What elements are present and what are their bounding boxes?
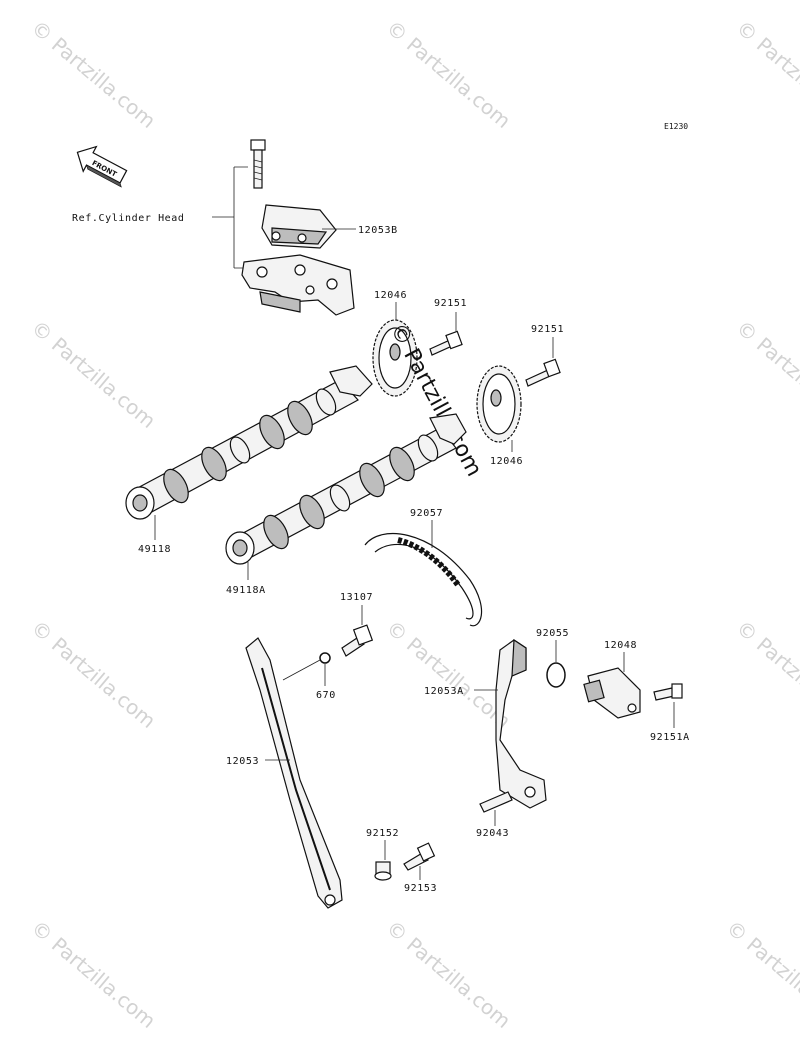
- watermark-text: © Partzilla.com: [382, 615, 516, 733]
- cam-sprocket-left-part: [372, 319, 418, 397]
- part-label-12046-top: 12046: [374, 290, 407, 301]
- part-label-670: 670: [316, 690, 336, 701]
- part-label-92151-left: 92151: [434, 298, 467, 309]
- chain-guide-12053-part: [245, 637, 343, 909]
- watermark-text: © Partzilla.com: [27, 615, 161, 733]
- part-label-92043: 92043: [476, 828, 509, 839]
- part-label-92055: 92055: [536, 628, 569, 639]
- watermark-text: © Partzilla.com: [722, 915, 800, 1033]
- cam-sprocket-right-part: [476, 365, 522, 443]
- sprocket-bolt-b-part: [525, 358, 561, 387]
- upper-chain-guide-part: [261, 204, 337, 249]
- o-ring-92055-part: [546, 662, 566, 688]
- collar-92152-part: [374, 861, 392, 881]
- tensioner-guide-12053A-part: [495, 638, 547, 809]
- camshaft-cap-part: [241, 254, 355, 316]
- camshaft-49118A-part: [225, 413, 467, 565]
- watermark-layer: © Partzilla.com © Partzilla.com © Partzi…: [27, 15, 800, 1033]
- pin-92043-part: [479, 791, 513, 813]
- tensioner-bolt-92151A-part: [653, 683, 683, 701]
- ref-cylinder-head-label: Ref.Cylinder Head: [72, 213, 185, 224]
- part-label-12053A: 12053A: [424, 686, 464, 697]
- watermark-text: © Partzilla.com: [732, 315, 800, 433]
- watermark-text: © Partzilla.com: [732, 615, 800, 733]
- camshaft-49118-part: [125, 365, 373, 520]
- o-ring-670-part: [319, 652, 331, 664]
- part-label-12053B: 12053B: [358, 225, 398, 236]
- camshaft-cap-bolt: [250, 139, 266, 189]
- watermark-text: © Partzilla.com: [382, 15, 516, 133]
- part-label-49118A: 49118A: [226, 585, 266, 596]
- bolt-92153-part: [403, 842, 436, 871]
- diagram-code: E1230: [664, 122, 688, 131]
- watermark-text: © Partzilla.com: [382, 915, 516, 1033]
- part-label-92151-right: 92151: [531, 324, 564, 335]
- part-label-12048: 12048: [604, 640, 637, 651]
- watermark-text: © Partzilla.com: [732, 15, 800, 133]
- watermark-text: © Partzilla.com: [27, 315, 161, 433]
- sprocket-bolt-a-part: [429, 330, 463, 356]
- front-arrow-icon: FRONT: [76, 145, 128, 188]
- cam-chain-part: [364, 533, 483, 627]
- cam-chain-tensioner-12048-part: [583, 667, 641, 719]
- watermark-text: © Partzilla.com: [27, 15, 161, 133]
- part-label-92151A: 92151A: [650, 732, 690, 743]
- leader-670: [282, 659, 326, 686]
- part-label-49118: 49118: [138, 544, 171, 555]
- part-label-12046-bottom: 12046: [490, 456, 523, 467]
- watermark-text: © Partzilla.com: [27, 915, 161, 1033]
- part-label-12053: 12053: [226, 756, 259, 767]
- guide-bolt-13107-part: [341, 624, 374, 657]
- part-label-92057: 92057: [410, 508, 443, 519]
- part-label-92152: 92152: [366, 828, 399, 839]
- part-label-92153: 92153: [404, 883, 437, 894]
- ref-bracket: [212, 166, 248, 269]
- part-label-13107: 13107: [340, 592, 373, 603]
